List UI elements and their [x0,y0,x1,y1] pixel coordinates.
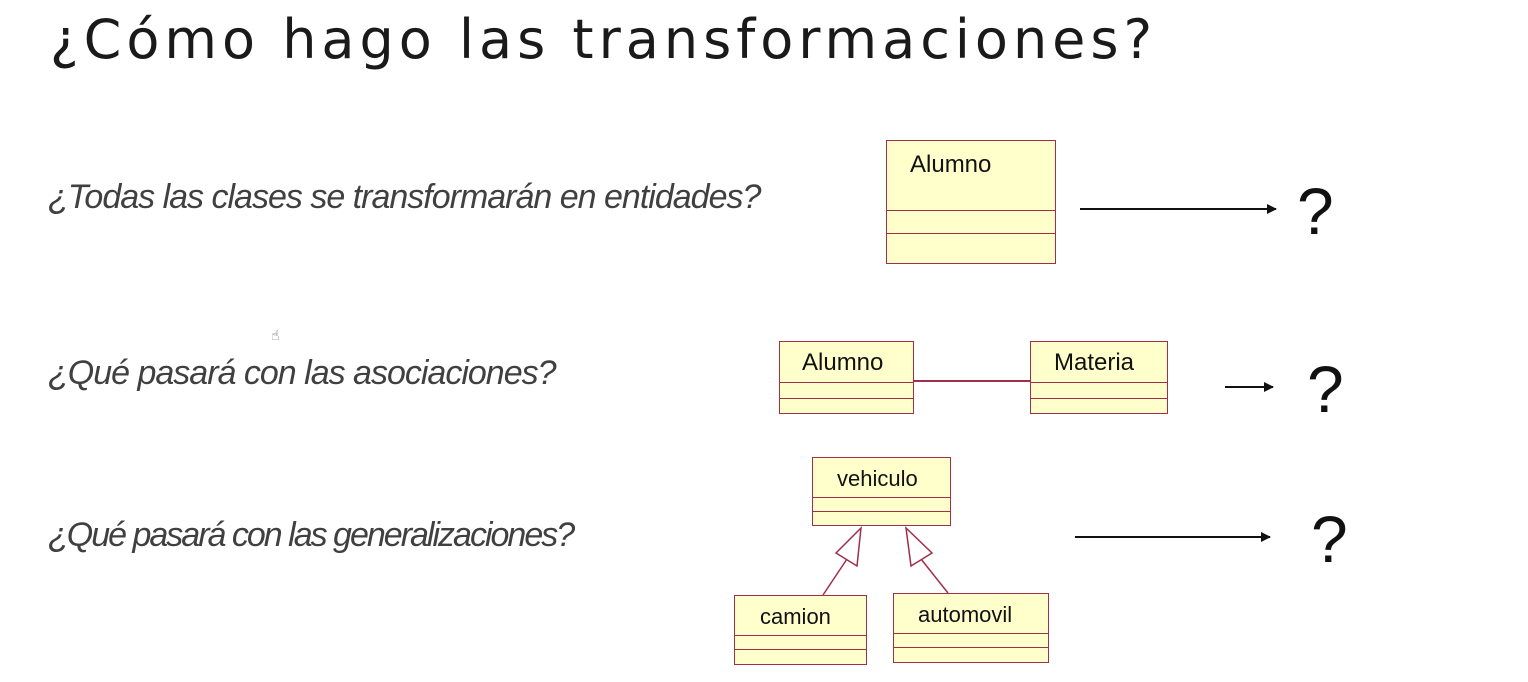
class-attributes [735,636,866,650]
class-name: Alumno [887,141,1055,211]
class-name: automovil [894,594,1048,634]
page-title: ¿Cómo hago las transformaciones? [50,8,1158,71]
question-classes: ¿Todas las clases se transformarán en en… [48,178,761,216]
class-alumno-single: Alumno [886,140,1056,264]
class-vehiculo: vehiculo [812,457,951,526]
class-name: Materia [1031,342,1167,383]
class-attributes [887,211,1055,234]
class-alumno-association: Alumno [779,341,914,414]
class-attributes [813,498,950,512]
question-mark-row3: ? [1311,502,1348,576]
class-attributes [1031,383,1167,399]
generalization-line-camion [822,558,848,596]
question-mark-row1: ? [1297,174,1334,248]
question-generalizations: ¿Qué pasará con las generalizaciones? [48,516,575,554]
class-automovil: automovil [893,593,1049,663]
class-name: Alumno [780,342,913,383]
class-attributes [780,383,913,399]
class-name: camion [735,596,866,636]
hand-cursor-icon: ☝ [271,328,280,344]
generalization-triangle-camion [834,525,862,568]
question-associations: ¿Qué pasará con las asociaciones? [48,354,557,392]
generalization-line-automovil [920,558,949,594]
class-attributes [894,634,1048,648]
class-name: vehiculo [813,458,950,498]
generalization-triangle-automovil [904,525,934,568]
class-materia: Materia [1030,341,1168,414]
class-camion: camion [734,595,867,665]
question-mark-row2: ? [1307,352,1344,426]
